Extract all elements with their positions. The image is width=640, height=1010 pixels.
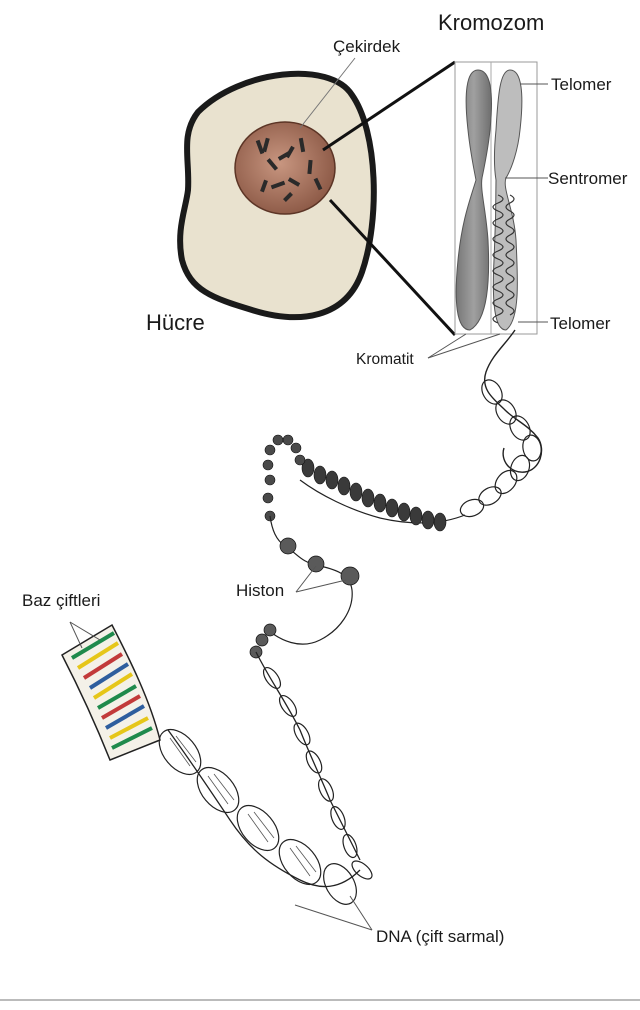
dna-helix	[151, 652, 375, 910]
bead-loop	[263, 435, 305, 521]
coil-loops	[458, 376, 543, 519]
label-centromere: Sentromer	[548, 170, 627, 187]
dna-twist-right	[260, 665, 375, 883]
dna-pointer-2	[350, 896, 372, 930]
chromatin-fiber	[250, 330, 543, 658]
label-histone: Histon	[236, 582, 284, 599]
label-dna: DNA (çift sarmal)	[376, 928, 504, 945]
cell	[180, 74, 374, 317]
base-pairs-ribbon	[62, 622, 160, 760]
dna-pointer-1	[295, 905, 372, 930]
label-telomere-bottom: Telomer	[550, 315, 610, 332]
label-chromosome: Kromozom	[438, 12, 544, 34]
label-chromatid: Kromatit	[356, 352, 414, 368]
label-cell: Hücre	[146, 312, 205, 334]
dna-rungs	[170, 736, 316, 876]
label-telomere-top: Telomer	[551, 76, 611, 93]
chromosome-panel	[428, 62, 548, 358]
label-nucleus: Çekirdek	[333, 38, 400, 55]
label-base-pairs: Baz çiftleri	[22, 592, 100, 609]
